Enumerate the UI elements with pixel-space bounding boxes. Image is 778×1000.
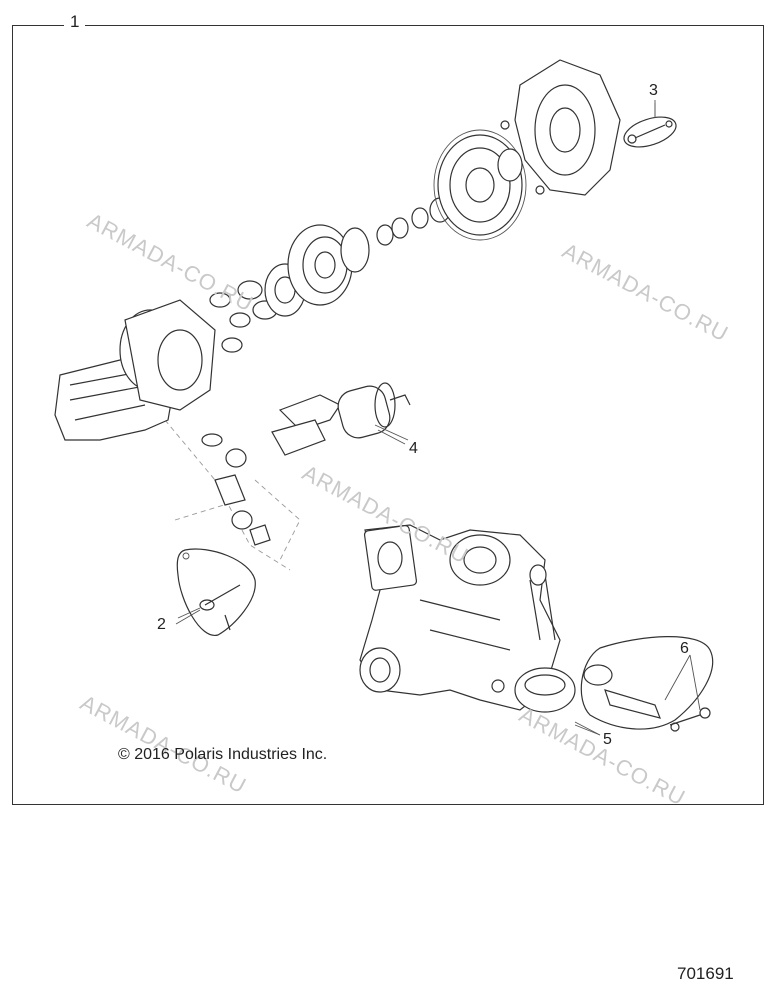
detail-3-inset xyxy=(623,103,677,148)
callout-5: 5 xyxy=(603,731,612,748)
leader-lines xyxy=(175,100,656,736)
clutch-assembly xyxy=(287,197,451,306)
callout-2: 2 xyxy=(157,616,166,633)
gearcase-cover xyxy=(500,59,621,196)
callout-1: 1 xyxy=(64,12,86,32)
gearcase-housing xyxy=(54,299,216,441)
callout-3: 3 xyxy=(649,82,658,99)
drawing-number: 701691 xyxy=(677,964,734,983)
ring-gear xyxy=(433,129,527,241)
callout-6: 6 xyxy=(680,640,689,657)
shift-actuator xyxy=(271,382,411,456)
detail-2-inset xyxy=(176,548,256,636)
detail-5-inset xyxy=(574,636,714,736)
turbo-manifold-assembly xyxy=(359,524,576,713)
diagram-frame xyxy=(12,25,764,805)
shift-linkage xyxy=(201,433,271,546)
callout-4: 4 xyxy=(409,440,418,457)
copyright-notice: © 2016 Polaris Industries Inc. xyxy=(118,746,328,763)
